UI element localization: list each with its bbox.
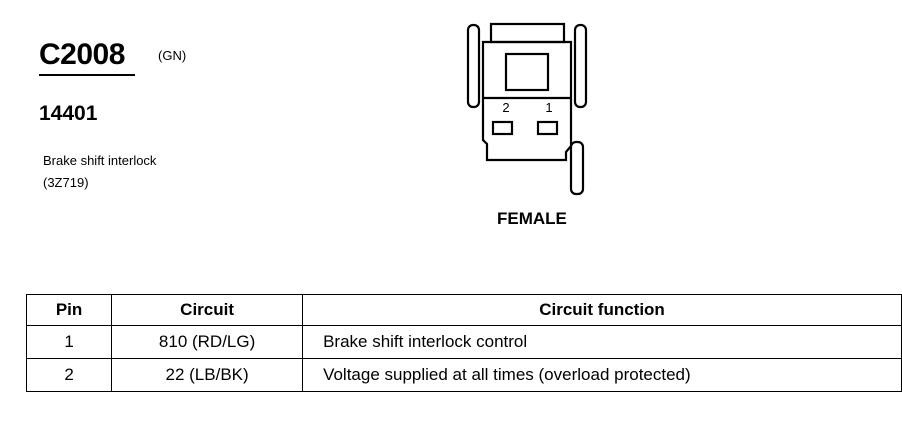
top-latch <box>489 22 566 44</box>
table-row: 2 22 (LB/BK) Voltage supplied at all tim… <box>25 358 902 392</box>
pin-cell: 2 <box>25 358 113 392</box>
connector-gender-label: FEMALE <box>497 209 567 228</box>
right-lower-locking-tab <box>569 140 585 196</box>
circuit-function-column-header: Circuit function <box>302 294 902 326</box>
pin-cell: 1 <box>25 325 113 359</box>
pinout-table: Pin Circuit Circuit function 1 810 (RD/L… <box>25 294 902 392</box>
connector-color-code: (GN) <box>158 48 187 63</box>
circuit-cell: 810 (RD/LG) <box>111 325 304 359</box>
pin-2-label: 2 <box>502 100 509 115</box>
right-upper-locking-tab <box>573 23 588 109</box>
component-code: (3Z719) <box>43 175 89 190</box>
circuit-function-cell: Voltage supplied at all times (overload … <box>302 358 902 392</box>
pin-column-header: Pin <box>25 294 113 326</box>
table-header-row: Pin Circuit Circuit function <box>25 294 902 326</box>
connector-housing <box>481 40 573 162</box>
pin-1-label: 1 <box>545 100 552 115</box>
pin-2-cavity <box>491 120 514 136</box>
pin-1-cavity <box>536 120 559 136</box>
left-locking-tab <box>466 23 481 109</box>
connector-id: C2008 <box>39 38 125 71</box>
part-number: 14401 <box>39 102 98 125</box>
connector-face-diagram: 2 1 <box>466 22 588 196</box>
circuit-function-cell: Brake shift interlock control <box>302 325 902 359</box>
circuit-column-header: Circuit <box>111 294 304 326</box>
table-row: 1 810 (RD/LG) Brake shift interlock cont… <box>25 325 902 359</box>
component-description: Brake shift interlock <box>43 153 157 168</box>
latch-window <box>504 52 550 92</box>
connector-id-underline <box>39 74 135 76</box>
circuit-cell: 22 (LB/BK) <box>111 358 304 392</box>
